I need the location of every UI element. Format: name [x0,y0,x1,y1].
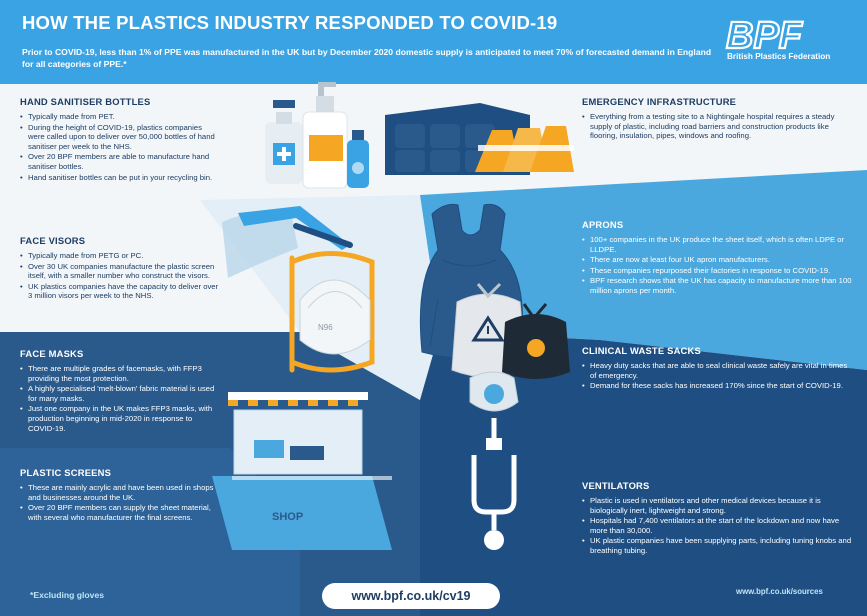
bullet-list-plastic-screens: These are mainly acrylic and have been u… [20,483,220,522]
list-item: BPF research shows that the UK has capac… [582,276,852,295]
section-plastic-screens: PLASTIC SCREENS These are mainly acrylic… [20,467,220,523]
list-item: Demand for these sacks has increased 170… [582,381,852,391]
section-title-emergency-infrastructure: EMERGENCY INFRASTRUCTURE [582,96,737,107]
bpf-logo: BPF [725,14,805,58]
header-band [0,0,867,84]
shop-label: SHOP [272,511,303,523]
bullet-list-aprons: 100+ companies in the UK produce the she… [582,235,852,296]
sources-link[interactable]: www.bpf.co.uk/sources [736,587,823,596]
list-item: Over 30 UK companies manufacture the pla… [20,262,220,281]
intro-text: Prior to COVID-19, less than 1% of PPE w… [22,47,712,69]
infrastructure-illustration [385,103,574,175]
section-clinical-waste-sacks: CLINICAL WASTE SACKS Heavy duty sacks th… [582,345,852,392]
face-visor-illustration [222,206,353,278]
list-item: During the height of COVID-19, plastics … [20,123,220,152]
list-item: A highly specialised 'melt-blown' fabric… [20,384,220,403]
waste-sacks-illustration [451,282,570,379]
list-item: Plastic is used in ventilators and other… [582,496,852,515]
section-title-aprons: APRONS [582,219,624,230]
shop-screen-illustration: SHOP [212,392,392,550]
page-title: HOW THE PLASTICS INDUSTRY RESPONDED TO C… [22,12,558,33]
bullet-list-hand-sanitiser: Typically made from PET. During the heig… [20,112,220,182]
ventilator-illustration [469,371,519,550]
list-item: Hospitals had 7,400 ventilators at the s… [582,516,852,535]
list-item: There are now at least four UK apron man… [582,255,852,265]
bpf-logo-mark: BPF [726,15,804,57]
mask-label: N96 [318,323,333,332]
section-title-hand-sanitiser: HAND SANITISER BOTTLES [20,96,151,107]
section-title-face-visors: FACE VISORS [20,235,86,246]
list-item: Typically made from PET. [20,112,220,122]
section-title-plastic-screens: PLASTIC SCREENS [20,467,112,478]
face-mask-illustration: N96 [289,251,375,373]
bullet-list-emergency-infrastructure: Everything from a testing site to a Nigh… [582,112,852,141]
website-link[interactable]: www.bpf.co.uk/cv19 [322,583,500,609]
list-item: Over 20 BPF members can supply the sheet… [20,503,220,522]
bullet-list-ventilators: Plastic is used in ventilators and other… [582,496,852,556]
section-title-face-masks: FACE MASKS [20,348,84,359]
list-item: Typically made from PETG or PC. [20,251,220,261]
bullet-list-face-visors: Typically made from PETG or PC. Over 30 … [20,251,220,301]
footnote: *Excluding gloves [30,590,105,600]
list-item: UK plastic companies have been supplying… [582,536,852,555]
section-title-clinical-waste-sacks: CLINICAL WASTE SACKS [582,345,701,356]
section-title-ventilators: VENTILATORS [582,480,650,491]
list-item: Heavy duty sacks that are able to seal c… [582,361,852,380]
list-item: UK plastics companies have the capacity … [20,282,220,301]
list-item: 100+ companies in the UK produce the she… [582,235,852,254]
section-aprons: APRONS 100+ companies in the UK produce … [582,219,852,297]
list-item: Hand sanitiser bottles can be put in you… [20,173,220,183]
section-face-visors: FACE VISORS Typically made from PETG or … [20,235,220,302]
section-emergency-infrastructure: EMERGENCY INFRASTRUCTURE Everything from… [582,96,852,142]
list-item: Over 20 BPF members are able to manufact… [20,152,220,171]
section-hand-sanitiser: HAND SANITISER BOTTLES Typically made fr… [20,96,220,183]
list-item: There are multiple grades of facemasks, … [20,364,220,383]
section-face-masks: FACE MASKS There are multiple grades of … [20,348,220,434]
list-item: Everything from a testing site to a Nigh… [582,112,852,141]
bullet-list-face-masks: There are multiple grades of facemasks, … [20,364,220,433]
sanitiser-bottles-illustration [265,82,369,189]
logo-subtitle: British Plastics Federation [727,52,831,61]
list-item: Just one company in the UK makes FFP3 ma… [20,404,220,433]
bullet-list-clinical-waste-sacks: Heavy duty sacks that are able to seal c… [582,361,852,391]
section-ventilators: VENTILATORS Plastic is used in ventilato… [582,480,852,557]
list-item: These are mainly acrylic and have been u… [20,483,220,502]
list-item: These companies repurposed their factori… [582,266,852,276]
